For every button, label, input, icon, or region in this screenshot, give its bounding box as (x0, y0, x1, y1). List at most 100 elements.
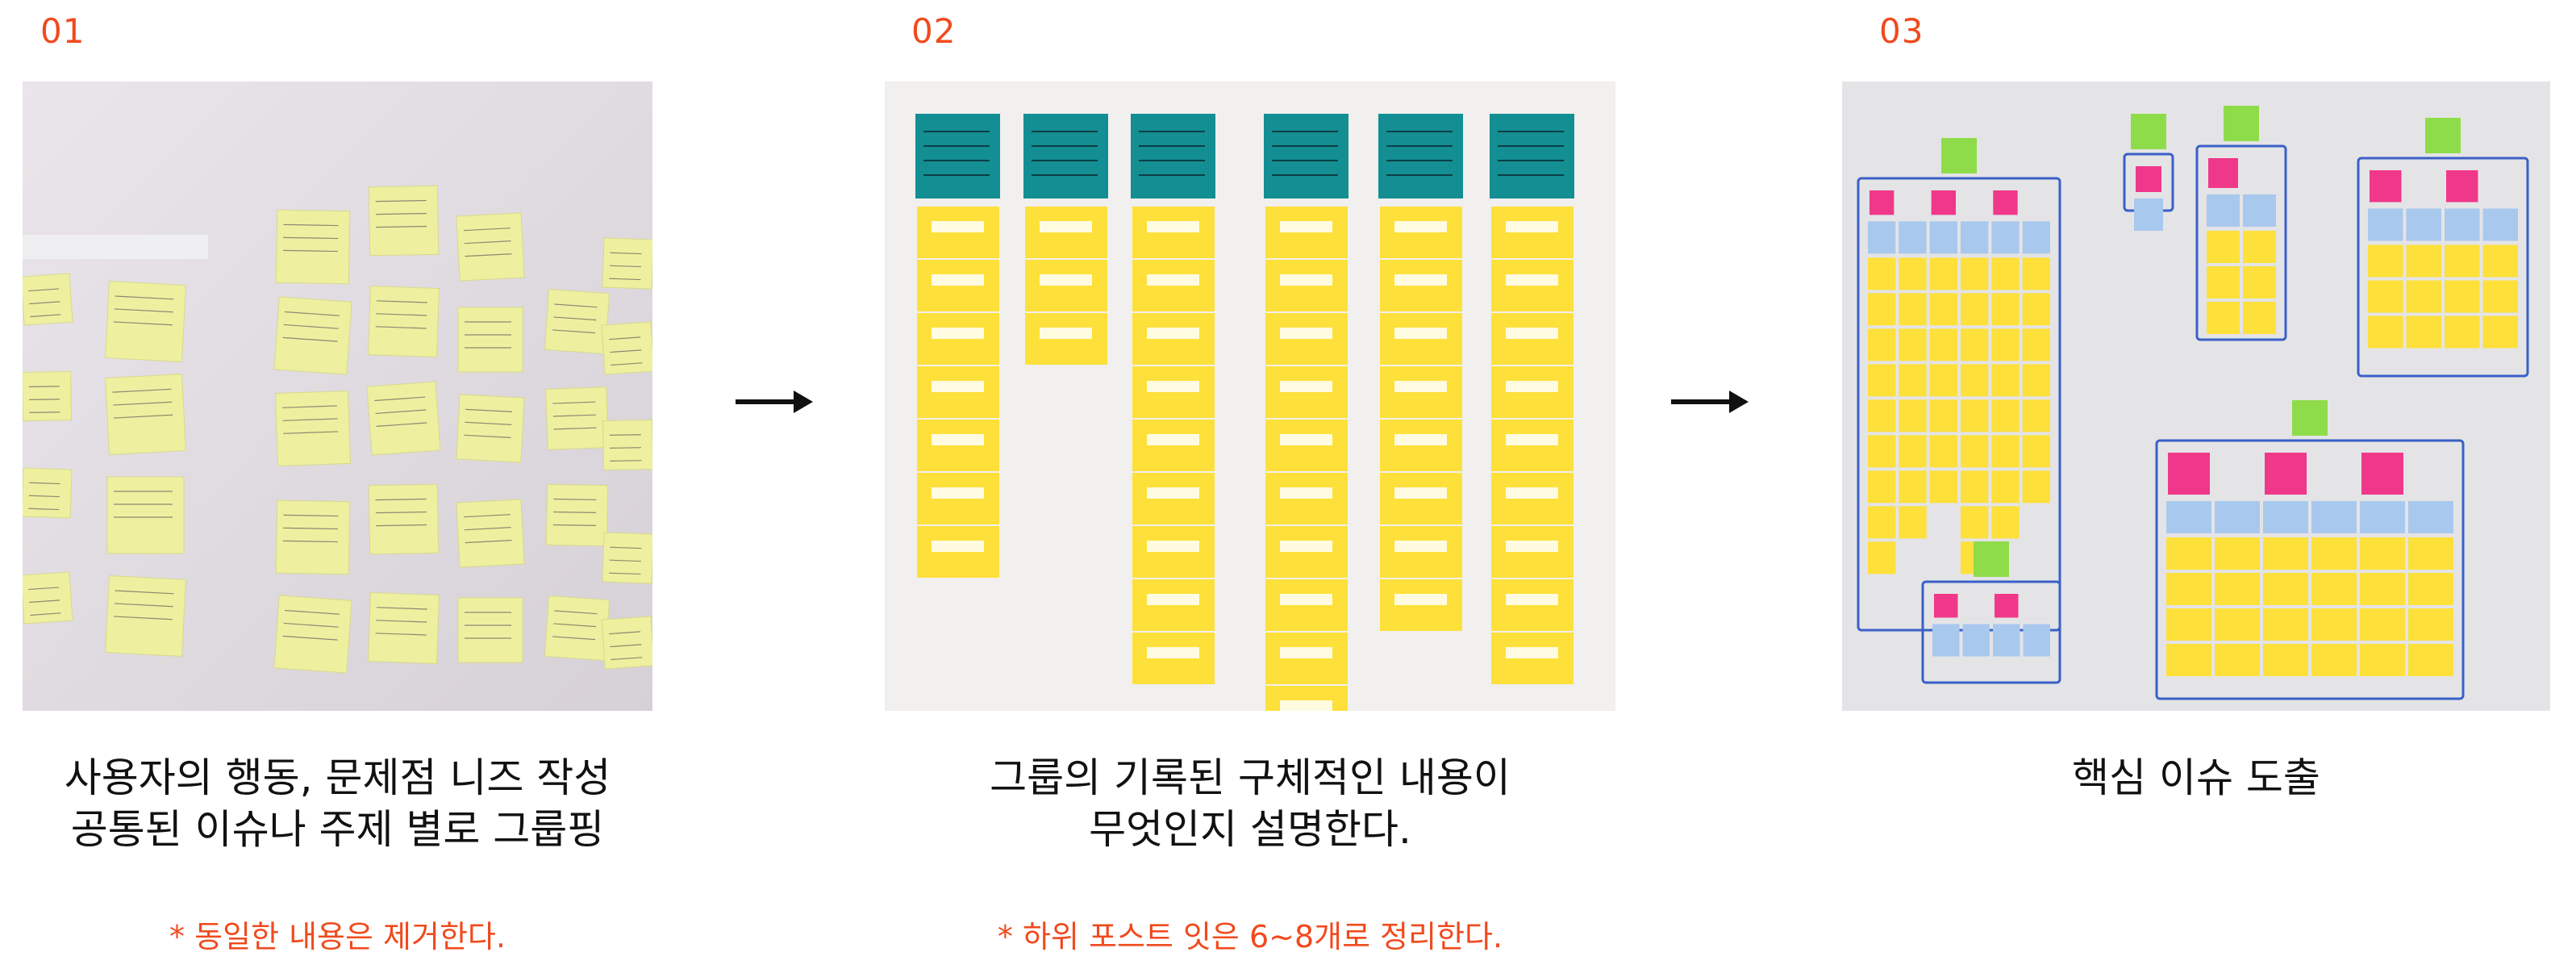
sticky-note (105, 575, 186, 657)
sticky-note (2166, 644, 2211, 676)
cluster-outline (2195, 144, 2287, 341)
sticky-note (2360, 608, 2405, 641)
sticky-note (2215, 644, 2260, 676)
sticky-note (1899, 328, 1927, 361)
sticky-note (2022, 435, 2050, 468)
sticky-note (544, 288, 611, 355)
right-arrow-icon (736, 391, 813, 413)
sticky-note (1961, 399, 1989, 432)
sticky-note (1991, 435, 2020, 468)
sticky-note (1991, 470, 2020, 503)
sticky-note (2215, 573, 2260, 605)
sticky-note (2166, 608, 2211, 641)
sticky-note (368, 483, 440, 555)
sticky-note (1929, 435, 1957, 468)
sticky-note (2368, 315, 2403, 349)
header-sticky-note (1490, 114, 1574, 198)
sticky-note (1868, 470, 1896, 503)
sticky-note (2311, 608, 2357, 641)
header-sticky-note (915, 114, 1000, 198)
sticky-note (275, 499, 351, 575)
sticky-note (2215, 537, 2260, 570)
sticky-note (1929, 470, 1957, 503)
sticky-note (2408, 608, 2453, 641)
sticky-note (602, 237, 652, 290)
sticky-note (2022, 257, 2050, 290)
header-sticky-note (1378, 114, 1463, 198)
note-step-01: * 동일한 내용은 제거한다. (169, 919, 506, 955)
caption-step-02: 그룹의 기록된 구체적인 내용이 무엇인지 설명한다. (885, 752, 1615, 855)
sticky-note (2263, 608, 2308, 641)
photo-step-02 (885, 81, 1615, 711)
sticky-note (545, 483, 609, 547)
caption-line: 공통된 이슈나 주제 별로 그룹핑 (70, 806, 605, 853)
cluster-outline (2155, 439, 2465, 700)
sticky-note (1899, 293, 1927, 326)
step-number-03: 03 (1879, 11, 1924, 51)
sticky-note (1899, 435, 1927, 468)
header-sticky-note (1023, 114, 1108, 198)
sticky-note (2406, 315, 2441, 349)
sticky-note (273, 595, 352, 674)
sticky-note (2360, 537, 2405, 570)
sticky-note (601, 321, 652, 375)
sticky-note (2482, 244, 2518, 278)
caption-step-01: 사용자의 행동, 문제점 니즈 작성 공통된 이슈나 주제 별로 그룹핑 (23, 752, 652, 855)
sticky-note (106, 476, 185, 554)
sticky-note (2368, 280, 2403, 313)
photo-step-01 (23, 81, 652, 711)
step-number-02: 02 (911, 11, 957, 51)
sticky-note (1929, 293, 1957, 326)
sticky-note (2022, 328, 2050, 361)
sticky-note (2406, 244, 2441, 278)
sticky-note (1899, 364, 1927, 397)
sticky-note (457, 307, 523, 373)
sticky-note (2022, 364, 2050, 397)
sticky-note (2243, 266, 2276, 299)
sticky-note (1991, 257, 2020, 290)
sticky-note (2263, 644, 2308, 676)
sticky-note (275, 209, 351, 285)
sticky-note (2215, 608, 2260, 641)
sticky-note (1961, 257, 1989, 290)
sticky-note (2406, 280, 2441, 313)
sticky-note (2022, 470, 2050, 503)
cluster-outline (2357, 157, 2529, 378)
sticky-note (1929, 364, 1957, 397)
sticky-note (2360, 644, 2405, 676)
sticky-note (1961, 293, 1989, 326)
sticky-note (601, 616, 652, 670)
sticky-note (23, 571, 73, 625)
sticky-note (368, 286, 440, 357)
sticky-note (2311, 573, 2357, 605)
sticky-note (545, 386, 609, 450)
sticky-note (2408, 573, 2453, 605)
sticky-note (1991, 506, 2020, 539)
sticky-note (2311, 644, 2357, 676)
right-arrow-icon (1671, 391, 1749, 413)
sticky-note (2166, 573, 2211, 605)
sticky-note (2360, 573, 2405, 605)
sticky-note (1961, 470, 1989, 503)
sticky-note (2263, 537, 2308, 570)
caption-line: 그룹의 기록된 구체적인 내용이 (990, 754, 1511, 801)
sticky-note (1899, 399, 1927, 432)
sticky-note (2311, 537, 2357, 570)
sticky-note (2408, 537, 2453, 570)
sticky-note (1868, 364, 1896, 397)
sticky-note (602, 419, 652, 471)
sticky-note (1868, 506, 1896, 539)
sticky-note (1991, 399, 2020, 432)
sticky-note (1961, 364, 1989, 397)
sticky-note (456, 394, 525, 463)
sticky-note (2243, 302, 2276, 334)
sticky-note (274, 390, 352, 467)
sticky-note (273, 296, 352, 375)
sticky-note (1991, 364, 2020, 397)
sticky-note (1961, 435, 1989, 468)
sticky-note (1929, 328, 1957, 361)
caption-line: 무엇인지 설명한다. (1089, 806, 1411, 853)
sticky-note (2207, 266, 2240, 299)
sticky-note (368, 185, 440, 257)
sticky-note (1961, 328, 1989, 361)
